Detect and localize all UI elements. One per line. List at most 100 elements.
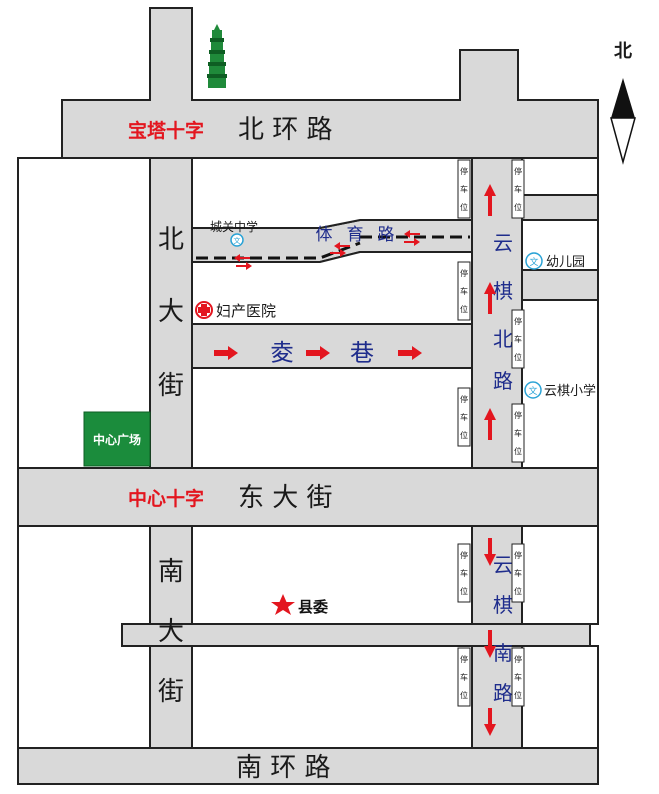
- parking-spot-char: 停: [460, 394, 468, 404]
- parking-spot-box: [511, 309, 525, 369]
- alley-road: [191, 323, 473, 369]
- arrow-east-icon: [398, 346, 422, 360]
- arrow-west-icon: [234, 254, 250, 262]
- tiyu-road-char: 育: [347, 225, 364, 245]
- east-main-street-label: 东 大 街: [238, 483, 333, 513]
- yunqi-primary-icon-char: 文: [528, 385, 537, 397]
- parking-spot-char: 车: [514, 334, 522, 344]
- kindergarten-icon-char: 文: [529, 256, 538, 268]
- hospital-icon: [195, 301, 213, 319]
- parking-spot-box: [457, 261, 471, 321]
- block-county: [191, 525, 473, 625]
- parking-spot-char: 车: [460, 412, 468, 422]
- kindergarten-lane: [521, 194, 599, 221]
- school-icon-char: 文: [234, 236, 241, 245]
- parking-spot-char: 停: [514, 654, 522, 664]
- arrow-east-icon: [404, 238, 420, 246]
- arrow-up-icon: [484, 282, 496, 314]
- south-street-char: 大: [158, 617, 184, 647]
- parking-spot-char: 位: [460, 202, 468, 212]
- yunqi-south-char: 南: [493, 641, 513, 665]
- south-street-char: 南: [158, 557, 184, 587]
- baota-cross-label: 宝塔十字: [128, 119, 204, 142]
- parking-spot-char: 位: [460, 304, 468, 314]
- south-ring-road: [17, 747, 599, 785]
- arrow-up-icon: [484, 184, 496, 216]
- yunqi-primary-school-icon: 文: [524, 381, 542, 399]
- parking-spot: 停车位: [457, 261, 471, 321]
- parking-spot: 停车位: [457, 387, 471, 447]
- alley-char: 夌: [270, 339, 294, 367]
- parking-spot-char: 车: [460, 184, 468, 194]
- star-icon: [271, 594, 295, 615]
- parking-spot-char: 停: [460, 166, 468, 176]
- arrow-east-icon: [306, 346, 330, 360]
- school-icon: 文: [230, 233, 244, 247]
- arrow-east-icon: [330, 249, 346, 257]
- compass-north-label: 北: [614, 41, 632, 62]
- block-mid-west: [191, 367, 473, 469]
- parking-spot: 停车位: [511, 309, 525, 369]
- tiyu-road-char: 体: [316, 225, 333, 245]
- parking-spot-box: [457, 159, 471, 219]
- parking-spot-char: 停: [514, 166, 522, 176]
- parking-spot-char: 位: [514, 352, 522, 362]
- kindergarten-label: 幼儿园: [546, 255, 585, 270]
- parking-spot-box: [511, 403, 525, 463]
- center-square-label: 中心广场: [93, 432, 141, 447]
- parking-spot: 停车位: [511, 647, 525, 707]
- arrow-down-icon: [484, 538, 496, 566]
- parking-spot-char: 车: [514, 184, 522, 194]
- parking-spot-box: [457, 387, 471, 447]
- parking-spot-char: 车: [514, 568, 522, 578]
- arrow-west-icon: [404, 230, 420, 238]
- center-square: [83, 411, 151, 467]
- north-street-char: 大: [158, 297, 184, 327]
- parking-spot-char: 停: [460, 654, 468, 664]
- arrow-east-icon: [214, 346, 238, 360]
- yunqi-north-char: 北: [493, 327, 513, 351]
- parking-spot: 停车位: [511, 543, 525, 603]
- parking-spot-char: 停: [514, 550, 522, 560]
- traffic-arrows: [214, 184, 496, 736]
- parking-spot-box: [457, 543, 471, 603]
- arrow-west-icon: [334, 242, 350, 250]
- parking-spot: 停车位: [457, 543, 471, 603]
- kindergarten-school-icon: 文: [525, 252, 543, 270]
- south-ring-road-label: 南 环 路: [236, 753, 331, 783]
- arrow-up-icon: [484, 408, 496, 440]
- yunqi-south-char: 棋: [493, 593, 513, 617]
- parking-spot-char: 车: [460, 286, 468, 296]
- parking-spot-char: 位: [514, 202, 522, 212]
- north-street-char: 北: [158, 225, 184, 255]
- parking-spot-char: 位: [514, 690, 522, 700]
- compass-arrow-icon: [611, 78, 635, 118]
- south-street-label: 南 大 街: [158, 557, 184, 707]
- parking-spot-box: [511, 647, 525, 707]
- block-south: [191, 645, 473, 749]
- arrow-down-icon: [484, 708, 496, 736]
- parking-spot: 停车位: [511, 159, 525, 219]
- east-main-street: [17, 467, 599, 527]
- parking-spot-char: 停: [460, 268, 468, 278]
- yunqi-south-char: 路: [493, 681, 513, 705]
- tiyu-road-char: 路: [378, 225, 395, 245]
- hospital-label: 妇产医院: [216, 302, 276, 320]
- yunqi-north-label: 云 棋 北 路: [493, 231, 513, 393]
- parking-spot-char: 车: [514, 428, 522, 438]
- south-street-char: 街: [158, 677, 184, 707]
- parking-spot-char: 停: [514, 316, 522, 326]
- parking-spot-box: [457, 647, 471, 707]
- county-committee-label: 县委: [298, 598, 328, 616]
- arrow-east-icon: [236, 262, 252, 270]
- block-east-5: [521, 645, 599, 749]
- arrow-down-icon: [484, 630, 496, 658]
- block-west-upper: [17, 157, 151, 469]
- block-west-lower: [17, 525, 151, 749]
- county-lane: [121, 623, 591, 647]
- block-nw: [191, 157, 473, 229]
- parking-spot-char: 停: [460, 550, 468, 560]
- parking-spot: 停车位: [457, 647, 471, 707]
